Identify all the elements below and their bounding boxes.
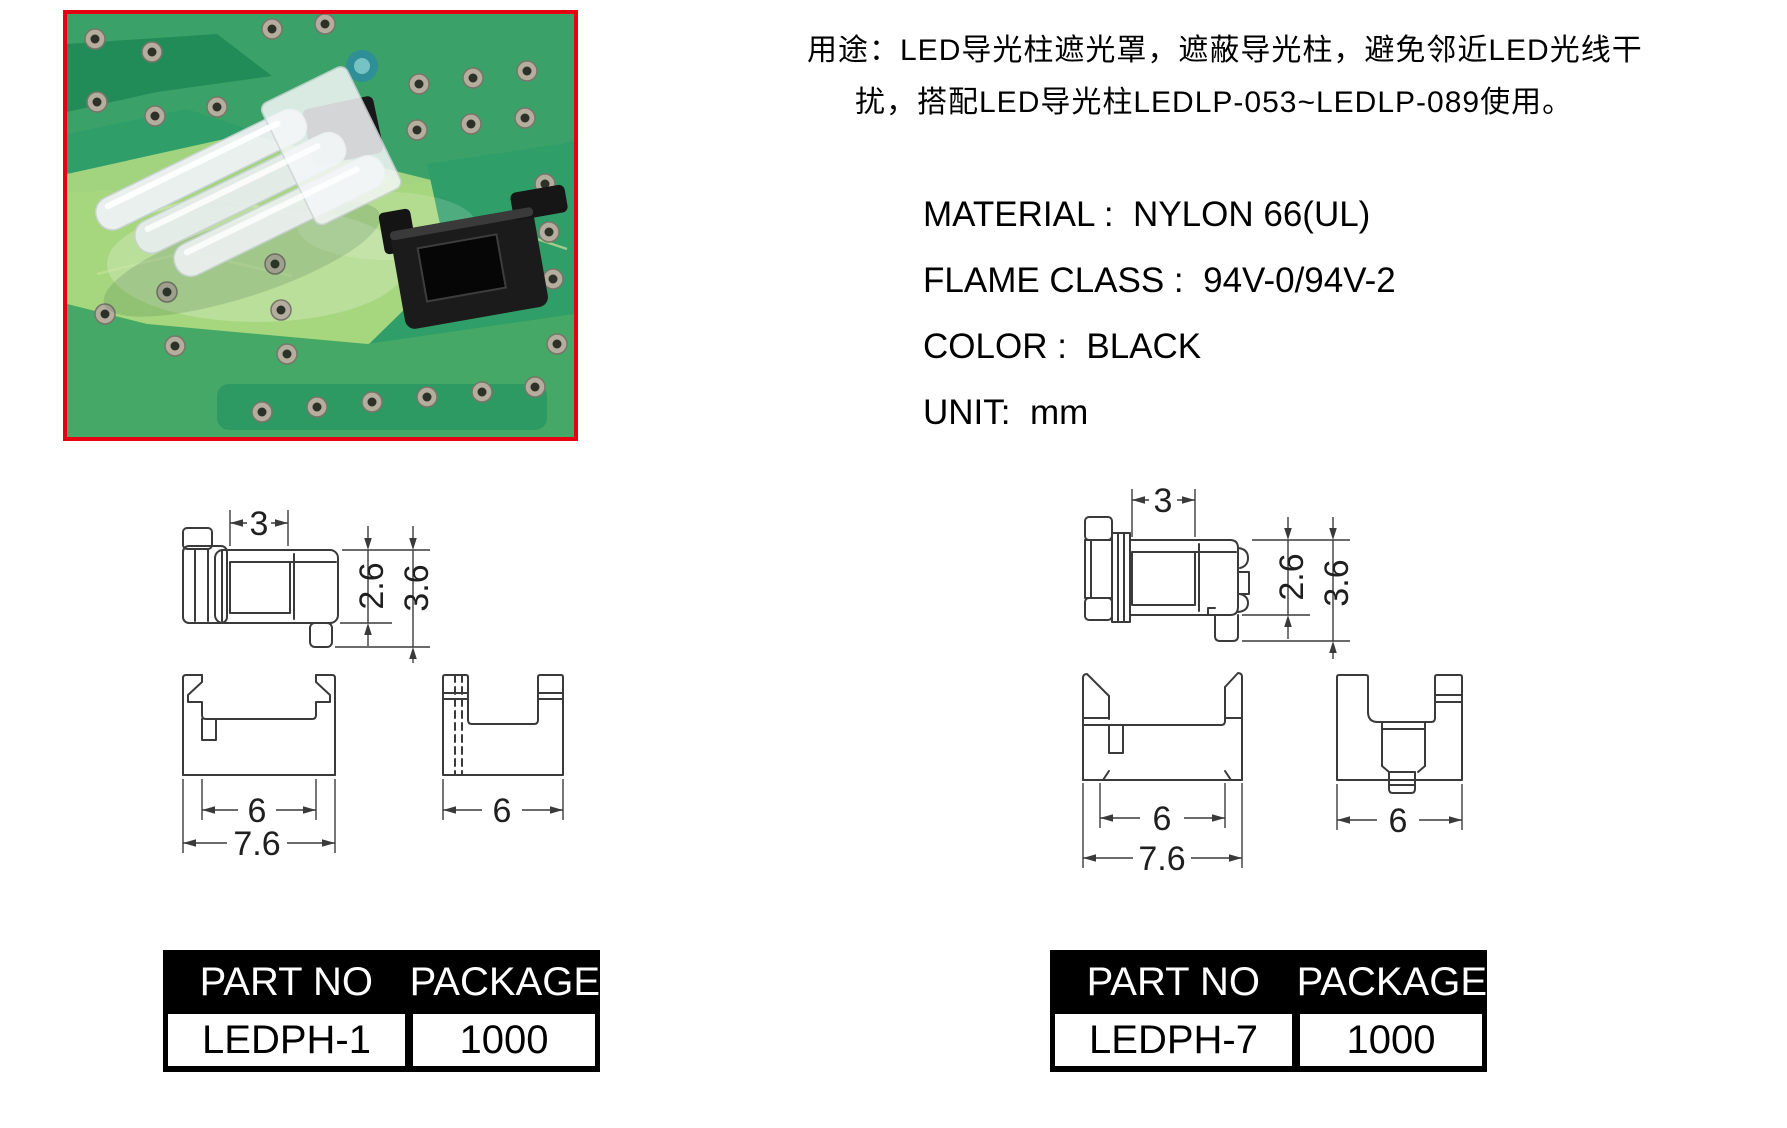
black-shade-main [378, 184, 568, 329]
spec-unit: UNIT: mm [923, 393, 1089, 432]
pcb-via-hole [346, 50, 378, 82]
ledph1-top-view-drawing: 3 2.6 3.6 [182, 505, 436, 663]
ledph1-side-view-dimensions: 6 [442, 779, 564, 830]
spec-material-label: MATERIAL [923, 195, 1095, 234]
part-table-header: PART NO PACKAGE [163, 950, 600, 1014]
spec-flame-class-value: 94V-0/94V-2 [1203, 261, 1396, 300]
ledph1-front-view-dimensions: 6 7.6 [182, 779, 336, 863]
ledph7-side-view-outline [1336, 674, 1463, 794]
ledph1-side-view-outline [442, 674, 564, 776]
dim-label-width: 3 [250, 505, 269, 543]
spec-color: COLOR : BLACK [923, 327, 1202, 366]
part-table-ledph1: PART NO PACKAGE LEDPH-1 1000 [163, 950, 600, 1072]
ledph7-front-view-outline [1082, 672, 1243, 781]
spec-color-label: COLOR [923, 327, 1048, 366]
dim-label-body-height: 2.6 [1273, 553, 1311, 600]
ledph7-top-view-outline [1084, 516, 1250, 642]
ledph7-front-view-dimensions: 6 7.6 [1082, 783, 1243, 878]
product-photo [63, 10, 578, 441]
dim-label-width: 6 [1389, 802, 1408, 840]
ledph7-top-view-drawing: 3 2.6 3.6 [1084, 482, 1356, 659]
dim-label-width: 6 [493, 792, 512, 830]
package-header: PACKAGE [1296, 959, 1487, 1004]
ledph1-top-view-outline [182, 527, 339, 648]
table-row: LEDPH-1 1000 [163, 1014, 600, 1072]
part-table-ledph7: PART NO PACKAGE LEDPH-7 1000 [1050, 950, 1487, 1072]
package-cell: 1000 [1300, 1014, 1482, 1066]
usage-text-line2: 扰，搭配LED导光柱LEDLP-053~LEDLP-089使用。 [855, 86, 1574, 119]
pcb-photo-illustration [67, 14, 574, 437]
dim-label-overall-width: 7.6 [233, 825, 280, 863]
spec-unit-value: mm [1029, 393, 1089, 432]
spec-material: MATERIAL : NYLON 66(UL) [923, 195, 1371, 234]
part-no-cell: LEDPH-7 [1055, 1014, 1292, 1066]
spec-flame-class: FLAME CLASS : 94V-0/94V-2 [923, 261, 1396, 300]
package-cell: 1000 [413, 1014, 595, 1066]
table-row: LEDPH-7 1000 [1050, 1014, 1487, 1072]
dim-label-inner-width: 6 [248, 792, 267, 830]
ledph1-side-view-drawing: 6 [442, 674, 564, 830]
dim-label-inner-width: 6 [1153, 800, 1172, 838]
dim-label-total-height: 3.6 [398, 564, 436, 611]
ledph1-front-view-drawing: 6 7.6 [182, 674, 336, 863]
part-no-header: PART NO [1086, 959, 1260, 1004]
dim-label-body-height: 2.6 [353, 562, 391, 609]
spec-material-value: NYLON 66(UL) [1133, 195, 1371, 234]
dim-label-width: 3 [1154, 482, 1173, 520]
spec-color-value: BLACK [1086, 327, 1202, 366]
ledph1-front-view-outline [182, 674, 336, 776]
part-no-cell: LEDPH-1 [168, 1014, 405, 1066]
dim-label-total-height: 3.6 [1318, 559, 1356, 606]
package-header: PACKAGE [409, 959, 600, 1004]
ledph7-front-view-drawing: 6 7.6 [1082, 672, 1243, 878]
ledph7-side-view-drawing: 6 [1336, 674, 1463, 840]
usage-text-line1: 用途：LED导光柱遮光罩，遮蔽导光柱，避免邻近LED光线干 [807, 34, 1643, 67]
spec-flame-class-label: FLAME CLASS [923, 261, 1165, 300]
spec-unit-label: UNIT [923, 393, 1001, 432]
ledph7-top-view-dimensions: 3 2.6 3.6 [1131, 482, 1356, 659]
ledph1-top-view-dimensions: 3 2.6 3.6 [229, 505, 436, 663]
light-pipes [94, 66, 402, 278]
ledph7-side-view-dimensions: 6 [1336, 784, 1463, 840]
part-table-header: PART NO PACKAGE [1050, 950, 1487, 1014]
dim-label-overall-width: 7.6 [1138, 840, 1185, 878]
part-no-header: PART NO [199, 959, 373, 1004]
